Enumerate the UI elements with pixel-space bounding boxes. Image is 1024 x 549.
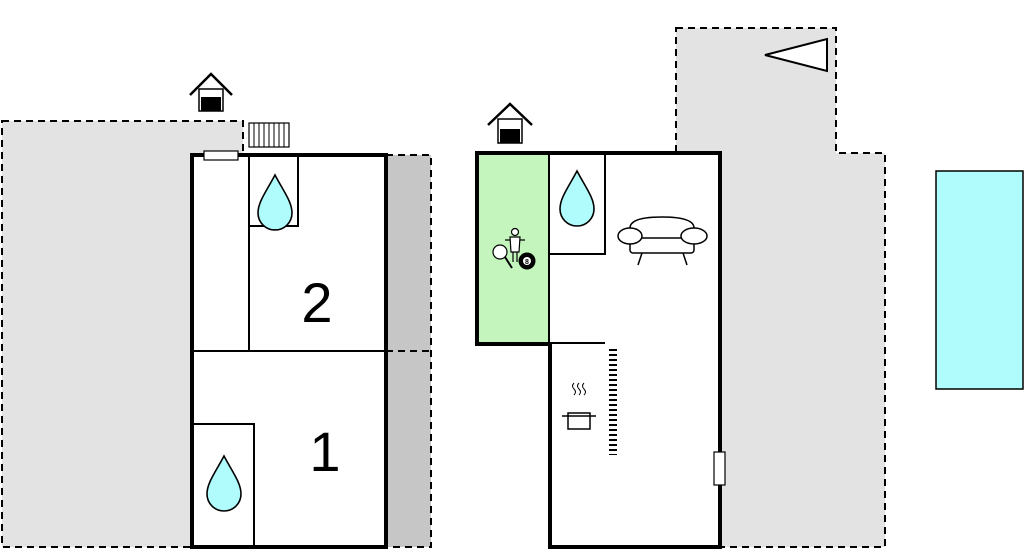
- billiard-ball-number: 8: [525, 259, 529, 266]
- table-tennis-icon: [492, 244, 513, 269]
- room-number-2: 2: [301, 271, 332, 334]
- radiator-icon: [248, 122, 290, 148]
- bathroom-water-drop-icon: [559, 169, 595, 227]
- table-football-icon: [505, 227, 525, 262]
- window-right: [713, 451, 726, 486]
- bathroom-water-drop-icon: [257, 173, 293, 231]
- bathroom-lower-walls: [192, 423, 255, 547]
- bathroom-right-walls: [550, 153, 606, 255]
- billiards-icon: 8: [518, 252, 536, 270]
- room-number-1: 1: [309, 420, 340, 483]
- bathroom-water-drop-icon: [206, 454, 242, 512]
- entrance-icon: [189, 72, 233, 112]
- sofa-icon: [617, 216, 708, 266]
- swimming-pool: [935, 170, 1024, 390]
- entrance-icon: [487, 102, 533, 144]
- cooking-pot-icon: [562, 382, 596, 430]
- terrace-right: [675, 27, 886, 548]
- compass-direction-icon: [764, 37, 828, 73]
- window-left: [203, 150, 239, 161]
